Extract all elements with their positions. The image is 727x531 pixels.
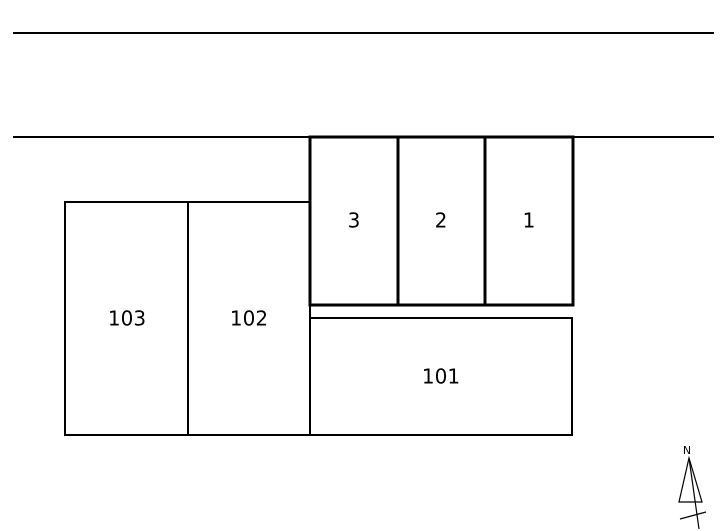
parking-space-1: 1 (483, 135, 575, 307)
unit-101-label: 101 (422, 365, 460, 389)
north-arrow-icon: N (678, 444, 707, 530)
parking-space-2-label: 2 (435, 209, 448, 233)
unit-102-label: 102 (230, 307, 268, 331)
parking-space-1-label: 1 (523, 209, 536, 233)
parking-space-3: 3 (308, 135, 400, 307)
unit-101: 101 (309, 317, 573, 436)
unit-102: 102 (187, 201, 311, 436)
north-label: N (683, 444, 691, 457)
unit-103: 103 (64, 201, 189, 436)
parking-space-2: 2 (396, 135, 487, 307)
unit-103-label: 103 (108, 307, 146, 331)
parking-space-3-label: 3 (348, 209, 361, 233)
